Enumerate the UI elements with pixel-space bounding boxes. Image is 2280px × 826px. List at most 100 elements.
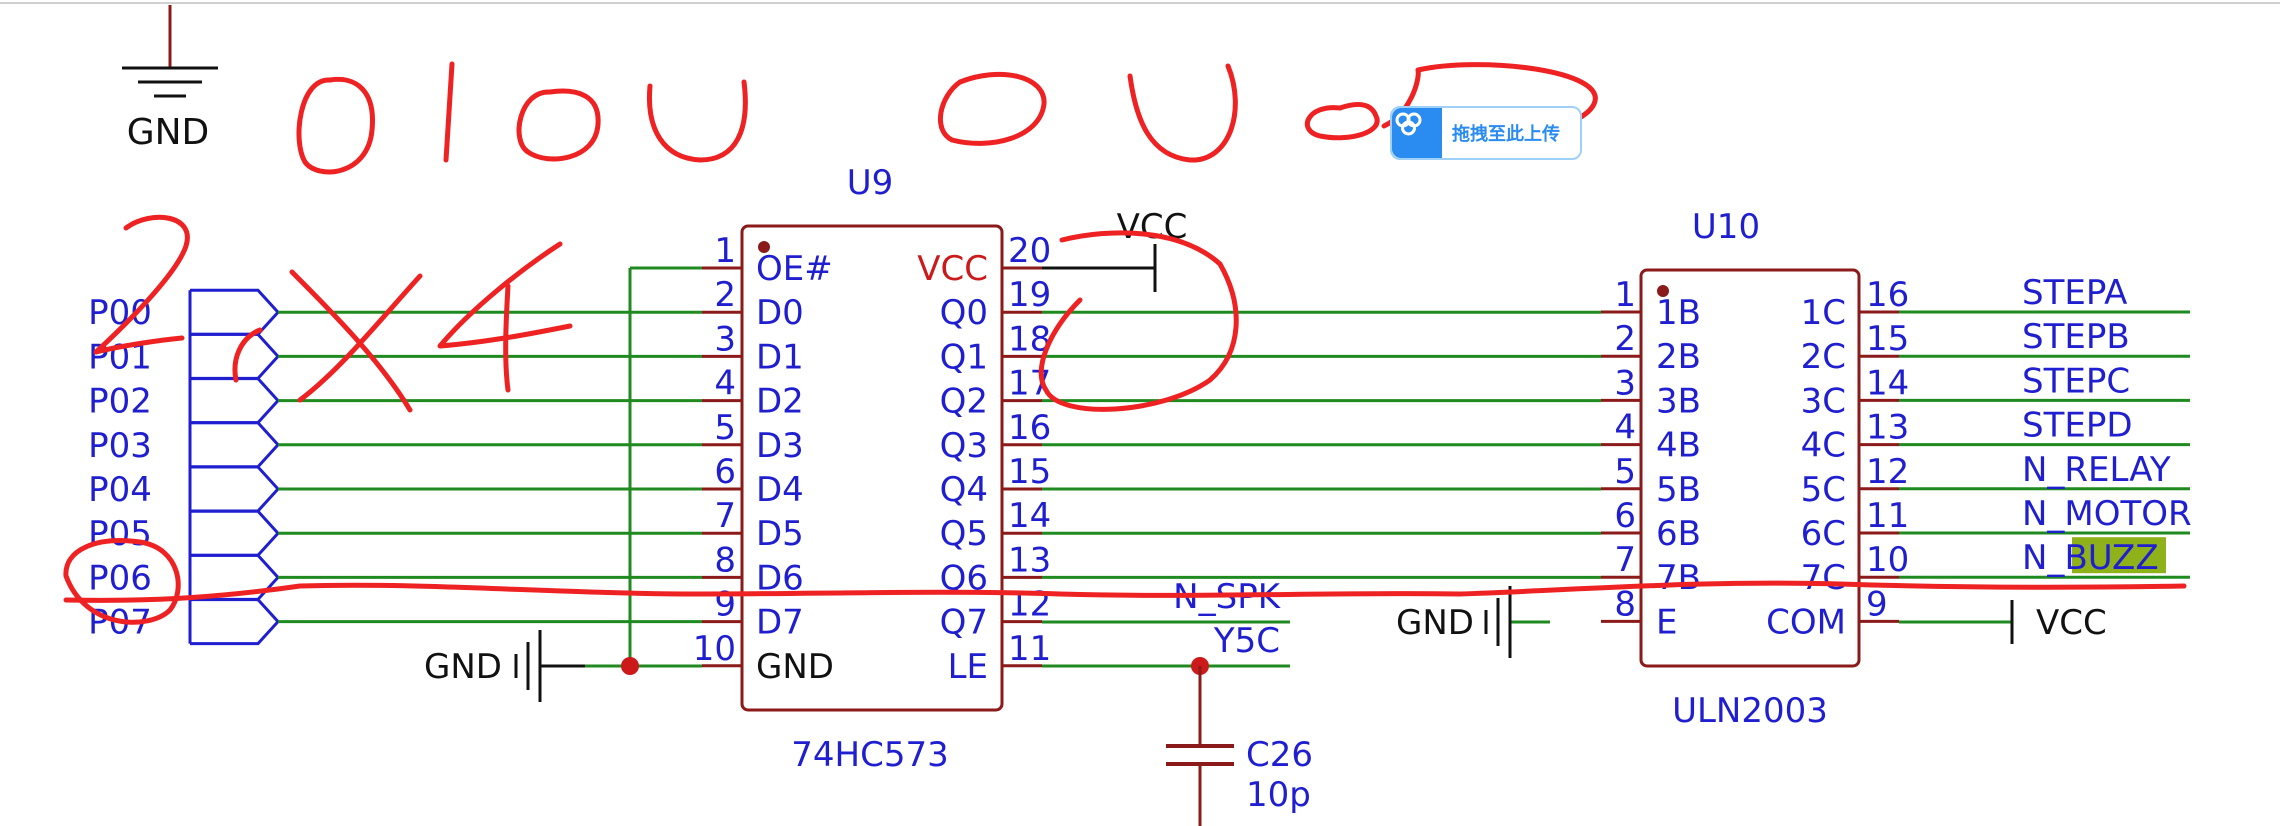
u9-pin-number: 7 [714, 496, 736, 536]
u9-part: 74HC573 [791, 735, 948, 775]
u10-pin1-dot [1657, 285, 1669, 297]
y5c-label: Y5C [1213, 621, 1280, 661]
u10-pin-name: 5B [1656, 470, 1701, 510]
port-label: P03 [88, 426, 152, 466]
u9-pin-number: 11 [1008, 629, 1051, 669]
port-connector [190, 465, 281, 513]
port-label: P04 [88, 470, 152, 510]
port-connector [190, 598, 281, 646]
gnd-top-label: GND [127, 112, 210, 153]
gnd-symbol-top: GND [122, 5, 218, 153]
u10-pin-name: 1C [1801, 293, 1846, 333]
u9-pin-name: Q0 [940, 293, 988, 333]
u10-pin-name: 5C [1801, 470, 1846, 510]
u9-pin-name: Q7 [940, 603, 988, 643]
port-connector [190, 288, 281, 336]
u9-body [740, 224, 1004, 712]
port-label: P06 [88, 558, 152, 598]
u9-pin-name: Q2 [940, 382, 988, 422]
u9-pin-name: VCC [917, 249, 988, 289]
u10-pin-number: 16 [1866, 275, 1909, 315]
u9-pin-number: 16 [1008, 408, 1051, 448]
u9-pin-name: Q1 [940, 337, 988, 377]
u10-pin-name: 6B [1656, 514, 1701, 554]
u9-pin-name: D4 [756, 470, 804, 510]
u10-ref: U10 [1692, 207, 1760, 247]
u9-pin-name: D1 [756, 337, 804, 377]
u10-pin-name: COM [1766, 602, 1846, 642]
u9-pin-number: 6 [714, 452, 736, 492]
output-label: STEPD [2022, 406, 2133, 446]
u10-pin-number: 8 [1614, 584, 1636, 624]
u10-pin-name: 4C [1801, 426, 1846, 466]
u9-pin-number: 2 [714, 275, 736, 315]
u9-pin-number: 19 [1008, 275, 1051, 315]
u10-part: ULN2003 [1672, 691, 1828, 731]
u9-pin-name: Q5 [940, 514, 988, 554]
u9-pin-name: D2 [756, 382, 804, 422]
gnd-symbol-u9: GND [424, 630, 585, 702]
vcc-com: VCC [1899, 600, 2107, 644]
u9-pin-number: 8 [714, 540, 736, 580]
u10-pin-number: 13 [1866, 408, 1909, 448]
u9-pin-number: 5 [714, 408, 736, 448]
output-label: STEPC [2022, 361, 2130, 401]
output-label: STEPB [2022, 317, 2130, 357]
gnd-symbol-u10: GND [1396, 586, 1550, 658]
capacitor-c26: C26 10p [1166, 735, 1313, 826]
u10-pin-number: 5 [1614, 452, 1636, 492]
u10-pin-name: 3C [1801, 381, 1846, 421]
u10-body [1639, 268, 1861, 668]
oe-gnd-wire [585, 266, 702, 675]
cloud-upload-icon [1392, 108, 1442, 158]
u10-pin-number: 11 [1866, 496, 1909, 536]
u10-pin-name: 2C [1801, 337, 1846, 377]
u10-pin-number: 14 [1866, 363, 1909, 403]
q-to-b-wires [1042, 310, 1601, 579]
u10-pin-name: E [1656, 602, 1677, 642]
u10-pin-number: 12 [1866, 452, 1909, 492]
u10-pin-number: 10 [1866, 540, 1909, 580]
u9-pin-name: D3 [756, 426, 804, 466]
vcc-u9: VCC [1042, 207, 1187, 292]
port-label: P02 [88, 382, 152, 422]
u10-pin-number: 4 [1614, 408, 1636, 448]
u10-pin-number: 7 [1614, 540, 1636, 580]
vcc-com-label: VCC [2036, 603, 2107, 643]
n-spk-net: N_SPK [1042, 577, 1290, 624]
y5c-net: Y5C [1042, 621, 1290, 744]
u9-pin-number: 10 [693, 629, 736, 669]
gnd-u9-label: GND [424, 647, 502, 687]
u10-pin-name: 3B [1656, 381, 1701, 421]
u9-pin-name: GND [756, 647, 834, 687]
u10-pin-name: 7B [1656, 558, 1701, 598]
u9-ref: U9 [847, 163, 894, 203]
buzz-highlighted: BUZZ [2064, 538, 2158, 578]
u9-pin-number: 13 [1008, 540, 1051, 580]
port-connector [190, 377, 281, 425]
gnd-u10-label: GND [1396, 603, 1474, 643]
u9-pin-name: D0 [756, 293, 804, 333]
u10-pin-name: 2B [1656, 337, 1701, 377]
output-label: N_RELAY [2022, 450, 2171, 490]
u9-pin-number: 20 [1008, 231, 1051, 271]
u10-pin-number: 3 [1614, 363, 1636, 403]
u9-pin-number: 14 [1008, 496, 1051, 536]
u10-pin-name: 1B [1656, 293, 1701, 333]
c26-ref: C26 [1246, 735, 1313, 775]
u9-pin-name: OE# [756, 249, 833, 289]
u9-pin-name: D7 [756, 603, 804, 643]
u10-pin-name: 7C [1801, 558, 1846, 598]
u10-pin-number: 2 [1614, 319, 1636, 359]
u9-pin-name: Q4 [940, 470, 988, 510]
u10-pin-number: 6 [1614, 496, 1636, 536]
c26-value: 10p [1246, 775, 1311, 815]
u9-pin-name: LE [948, 647, 988, 687]
upload-badge[interactable]: 拖拽至此上传 [1390, 106, 1582, 160]
u9-pin-number: 3 [714, 319, 736, 359]
u9-pin-number: 1 [714, 231, 736, 271]
